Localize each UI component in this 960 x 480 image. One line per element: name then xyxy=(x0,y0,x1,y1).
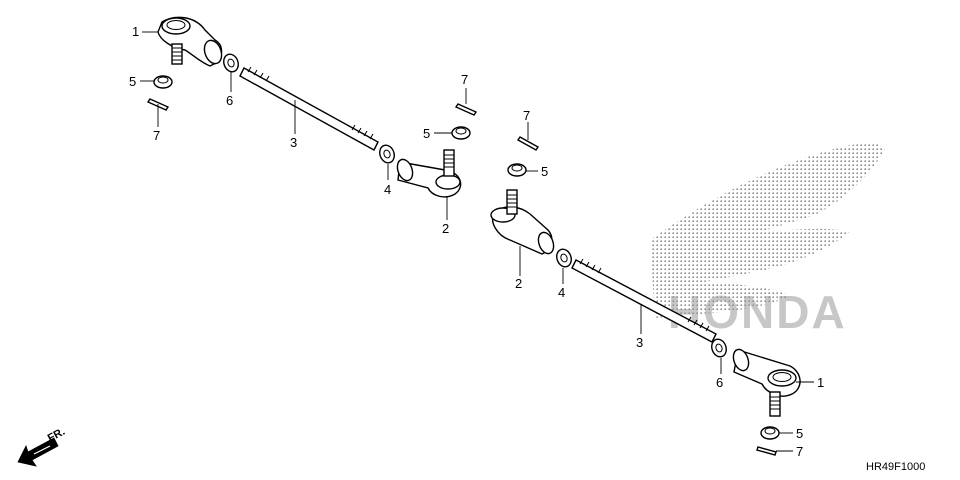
callout-7: 7 xyxy=(153,128,160,143)
right-tie-rod-end-2 xyxy=(490,189,555,255)
callout-5: 5 xyxy=(796,426,803,441)
callout-6: 6 xyxy=(226,93,233,108)
left-lock-nut-6 xyxy=(223,53,239,73)
callout-3: 3 xyxy=(290,135,297,150)
callout-5: 5 xyxy=(541,164,548,179)
right-cotter-pin-7-lower xyxy=(756,446,777,456)
right-lock-nut-6 xyxy=(711,338,727,358)
callout-7: 7 xyxy=(796,444,803,459)
right-tie-rod-3 xyxy=(571,258,717,343)
right-cotter-pin-7 xyxy=(516,136,540,151)
left-tie-rod-end-1 xyxy=(157,16,223,67)
center-cotter-pin-7 xyxy=(454,103,478,116)
right-tie-rod-end-1 xyxy=(732,348,801,417)
center-nut-5 xyxy=(451,126,471,140)
right-nut-5-upper xyxy=(507,163,527,177)
left-nut-5 xyxy=(153,75,173,89)
callout-3: 3 xyxy=(636,335,643,350)
diagram-code: HR49F1000 xyxy=(866,461,925,473)
front-label: FR. xyxy=(46,426,67,445)
front-direction-indicator: FR. xyxy=(17,426,67,467)
callout-5: 5 xyxy=(129,74,136,89)
callout-4: 4 xyxy=(558,285,565,300)
callout-2: 2 xyxy=(515,276,522,291)
honda-wing-logo: HONDA xyxy=(650,143,885,338)
left-lock-nut-4 xyxy=(379,144,395,164)
right-nut-5-lower xyxy=(760,426,780,440)
callout-4: 4 xyxy=(384,182,391,197)
arrow-down-left-icon xyxy=(17,437,59,467)
callout-6: 6 xyxy=(716,375,723,390)
callout-2: 2 xyxy=(442,221,449,236)
callout-5: 5 xyxy=(423,126,430,141)
leader-lines xyxy=(140,31,814,452)
callout-1: 1 xyxy=(132,24,139,39)
left-tie-rod-3 xyxy=(239,66,379,151)
callout-1: 1 xyxy=(817,375,824,390)
right-lock-nut-4 xyxy=(556,248,572,268)
callouts: 1 5 7 6 3 7 5 4 2 7 5 2 4 3 6 1 5 7 xyxy=(129,24,824,459)
callout-7: 7 xyxy=(523,108,530,123)
callout-7: 7 xyxy=(461,72,468,87)
left-tie-rod-end-2 xyxy=(396,149,462,198)
